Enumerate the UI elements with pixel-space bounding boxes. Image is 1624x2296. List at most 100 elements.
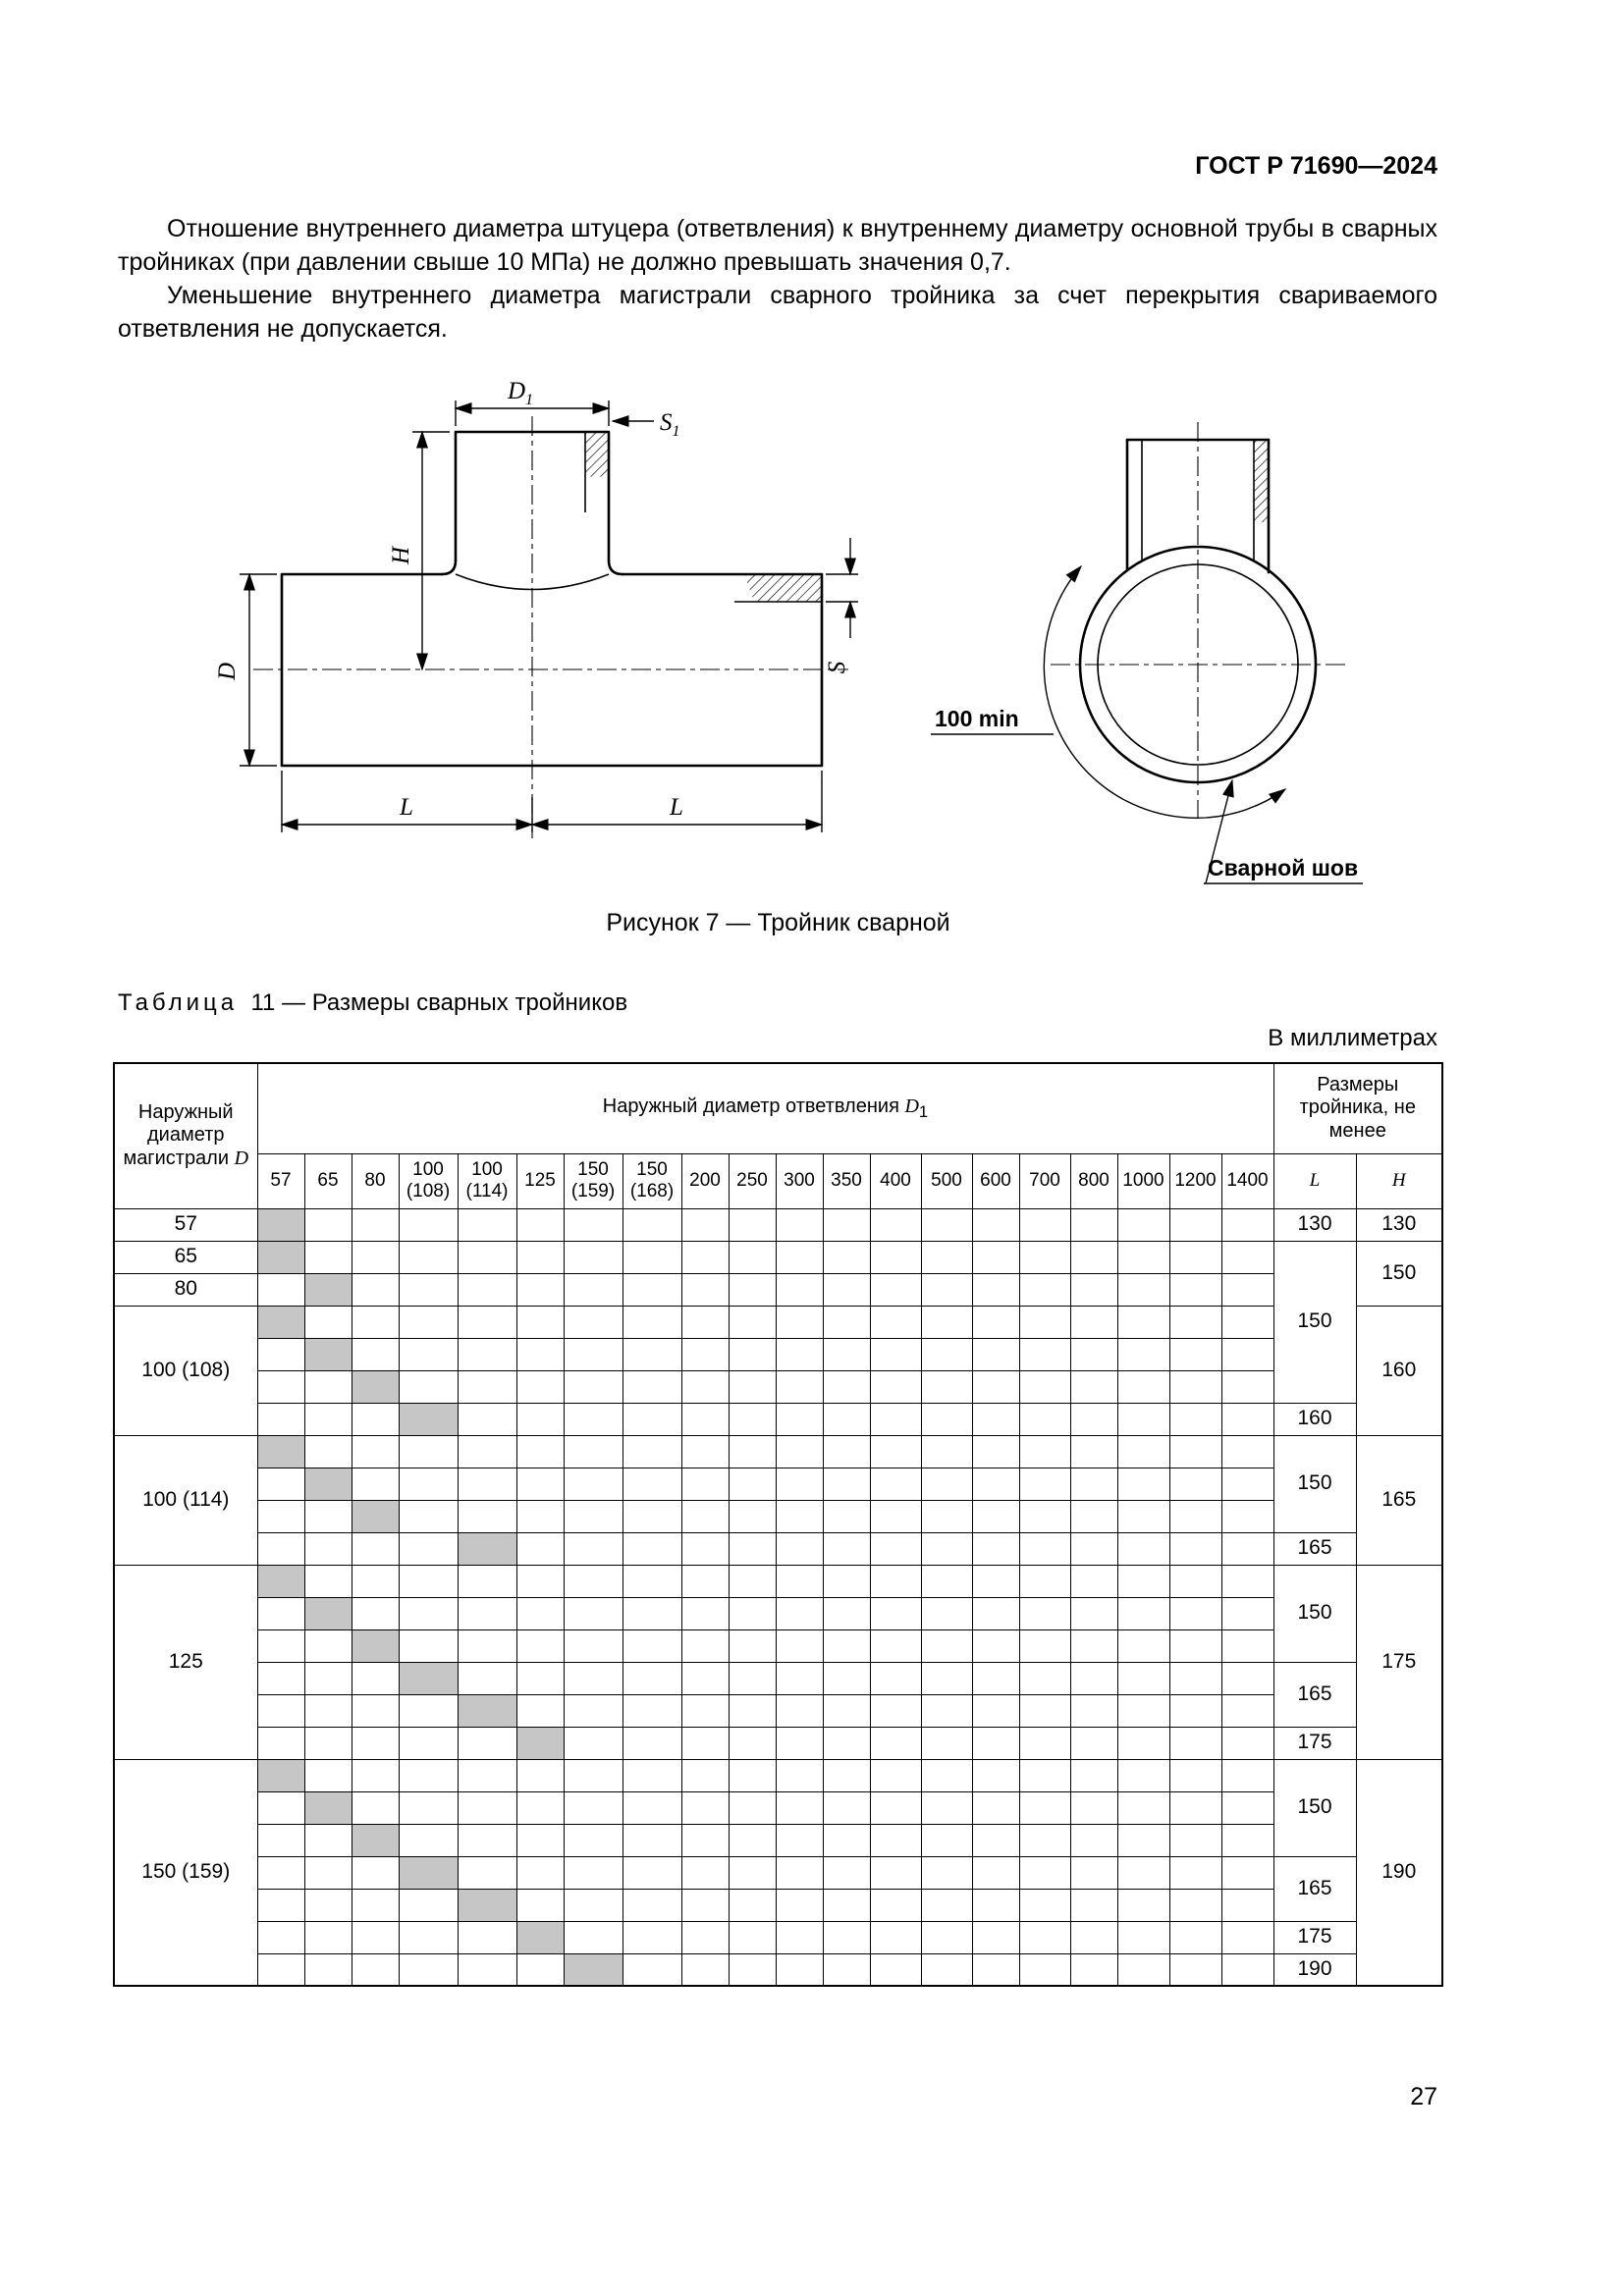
matrix-cell: [622, 1499, 682, 1533]
matrix-cell: [728, 1823, 777, 1857]
matrix-cell: [680, 1434, 730, 1468]
matrix-cell: [1168, 1337, 1222, 1371]
matrix-cell: [680, 1596, 730, 1630]
branch-diameter-value-header: 100 (108): [398, 1152, 459, 1209]
matrix-cell: [563, 1888, 623, 1922]
matrix-cell: [728, 1402, 777, 1436]
matrix-cell: [398, 1369, 459, 1404]
matrix-cell: [775, 1952, 824, 1987]
length-l-value: 165: [1272, 1661, 1357, 1728]
available-combination-cell: [303, 1467, 352, 1501]
table-row: [114, 1693, 1442, 1728]
matrix-cell: [1116, 1952, 1170, 1987]
table-title-rest: 11 — Размеры сварных тройников: [250, 989, 628, 1016]
matrix-cell: [1220, 1467, 1274, 1501]
matrix-cell: [457, 1305, 517, 1339]
matrix-cell: [1168, 1920, 1222, 1954]
matrix-cell: [971, 1434, 1020, 1468]
matrix-cell: [563, 1402, 623, 1436]
dim-d: D: [214, 572, 277, 768]
matrix-cell: [398, 1207, 459, 1242]
matrix-cell: [622, 1305, 682, 1339]
available-combination-cell: [256, 1305, 305, 1339]
matrix-cell: [398, 1499, 459, 1533]
matrix-cell: [515, 1888, 565, 1922]
matrix-cell: [728, 1531, 777, 1566]
matrix-cell: [680, 1888, 730, 1922]
matrix-cell: [351, 1402, 400, 1436]
matrix-cell: [563, 1661, 623, 1695]
matrix-cell: [680, 1693, 730, 1728]
wall-section-hatch-s: [744, 574, 822, 602]
matrix-cell: [1116, 1499, 1170, 1533]
matrix-cell: [728, 1207, 777, 1242]
matrix-cell: [256, 1629, 305, 1663]
matrix-cell: [920, 1920, 973, 1954]
saddle-curve: [455, 573, 610, 591]
matrix-cell: [920, 1272, 973, 1307]
matrix-cell: [728, 1693, 777, 1728]
matrix-cell: [1220, 1629, 1274, 1663]
matrix-cell: [515, 1790, 565, 1825]
matrix-cell: [1168, 1758, 1222, 1792]
matrix-cell: [563, 1240, 623, 1274]
branch-diameter-header-subscript: 1: [918, 1101, 929, 1121]
branch-diameter-value-header: 100 (114): [457, 1152, 517, 1209]
table-header-groups: Наружный диаметр магистрали D Наружный д…: [113, 1062, 1443, 1209]
table-row: [114, 1596, 1442, 1630]
matrix-cell: [1168, 1596, 1222, 1630]
matrix-cell: [515, 1855, 565, 1890]
matrix-cell: [1069, 1207, 1118, 1242]
matrix-cell: [869, 1337, 922, 1371]
matrix-cell: [256, 1823, 305, 1857]
matrix-cell: [728, 1467, 777, 1501]
matrix-cell: [1069, 1726, 1118, 1760]
height-h-value: 190: [1355, 1758, 1443, 1987]
matrix-cell: [457, 1337, 517, 1371]
available-combination-cell: [457, 1693, 517, 1728]
matrix-cell: [971, 1272, 1020, 1307]
matrix-cell: [457, 1790, 517, 1825]
matrix-cell: [398, 1531, 459, 1566]
height-h-value: 150: [1355, 1240, 1443, 1307]
matrix-cell: [1069, 1434, 1118, 1468]
main-diameter-header-text: Наружный диаметр магистрали: [123, 1100, 234, 1170]
matrix-cell: [303, 1888, 352, 1922]
matrix-cell: [1168, 1790, 1222, 1825]
matrix-cell: [398, 1790, 459, 1825]
matrix-cell: [728, 1305, 777, 1339]
length-l-value: 130: [1272, 1207, 1357, 1242]
matrix-cell: [775, 1693, 824, 1728]
matrix-cell: [1220, 1564, 1274, 1598]
matrix-cell: [1069, 1855, 1118, 1890]
table-row: 175: [114, 1920, 1442, 1954]
matrix-cell: [920, 1888, 973, 1922]
available-combination-cell: [256, 1564, 305, 1598]
matrix-cell: [1116, 1693, 1170, 1728]
matrix-cell: [680, 1402, 730, 1436]
main-diameter-value: 80: [113, 1272, 258, 1307]
matrix-cell: [1220, 1305, 1274, 1339]
matrix-cell: [457, 1402, 517, 1436]
matrix-cell: [1168, 1952, 1222, 1987]
matrix-cell: [256, 1337, 305, 1371]
matrix-cell: [1220, 1758, 1274, 1792]
matrix-cell: [1168, 1272, 1222, 1307]
matrix-cell: [775, 1207, 824, 1242]
matrix-cell: [457, 1240, 517, 1274]
matrix-cell: [515, 1337, 565, 1371]
matrix-cell: [1018, 1920, 1071, 1954]
matrix-cell: [1069, 1305, 1118, 1339]
matrix-cell: [622, 1629, 682, 1663]
main-diameter-value: 65: [113, 1240, 258, 1274]
matrix-cell: [1116, 1920, 1170, 1954]
matrix-cell: [256, 1920, 305, 1954]
matrix-cell: [1220, 1207, 1274, 1242]
branch-diameter-value-header: 800: [1069, 1152, 1118, 1209]
matrix-cell: [971, 1402, 1020, 1436]
matrix-cell: [822, 1823, 871, 1857]
table-row: 165: [114, 1855, 1442, 1922]
matrix-cell: [622, 1693, 682, 1728]
matrix-cell: [622, 1855, 682, 1890]
